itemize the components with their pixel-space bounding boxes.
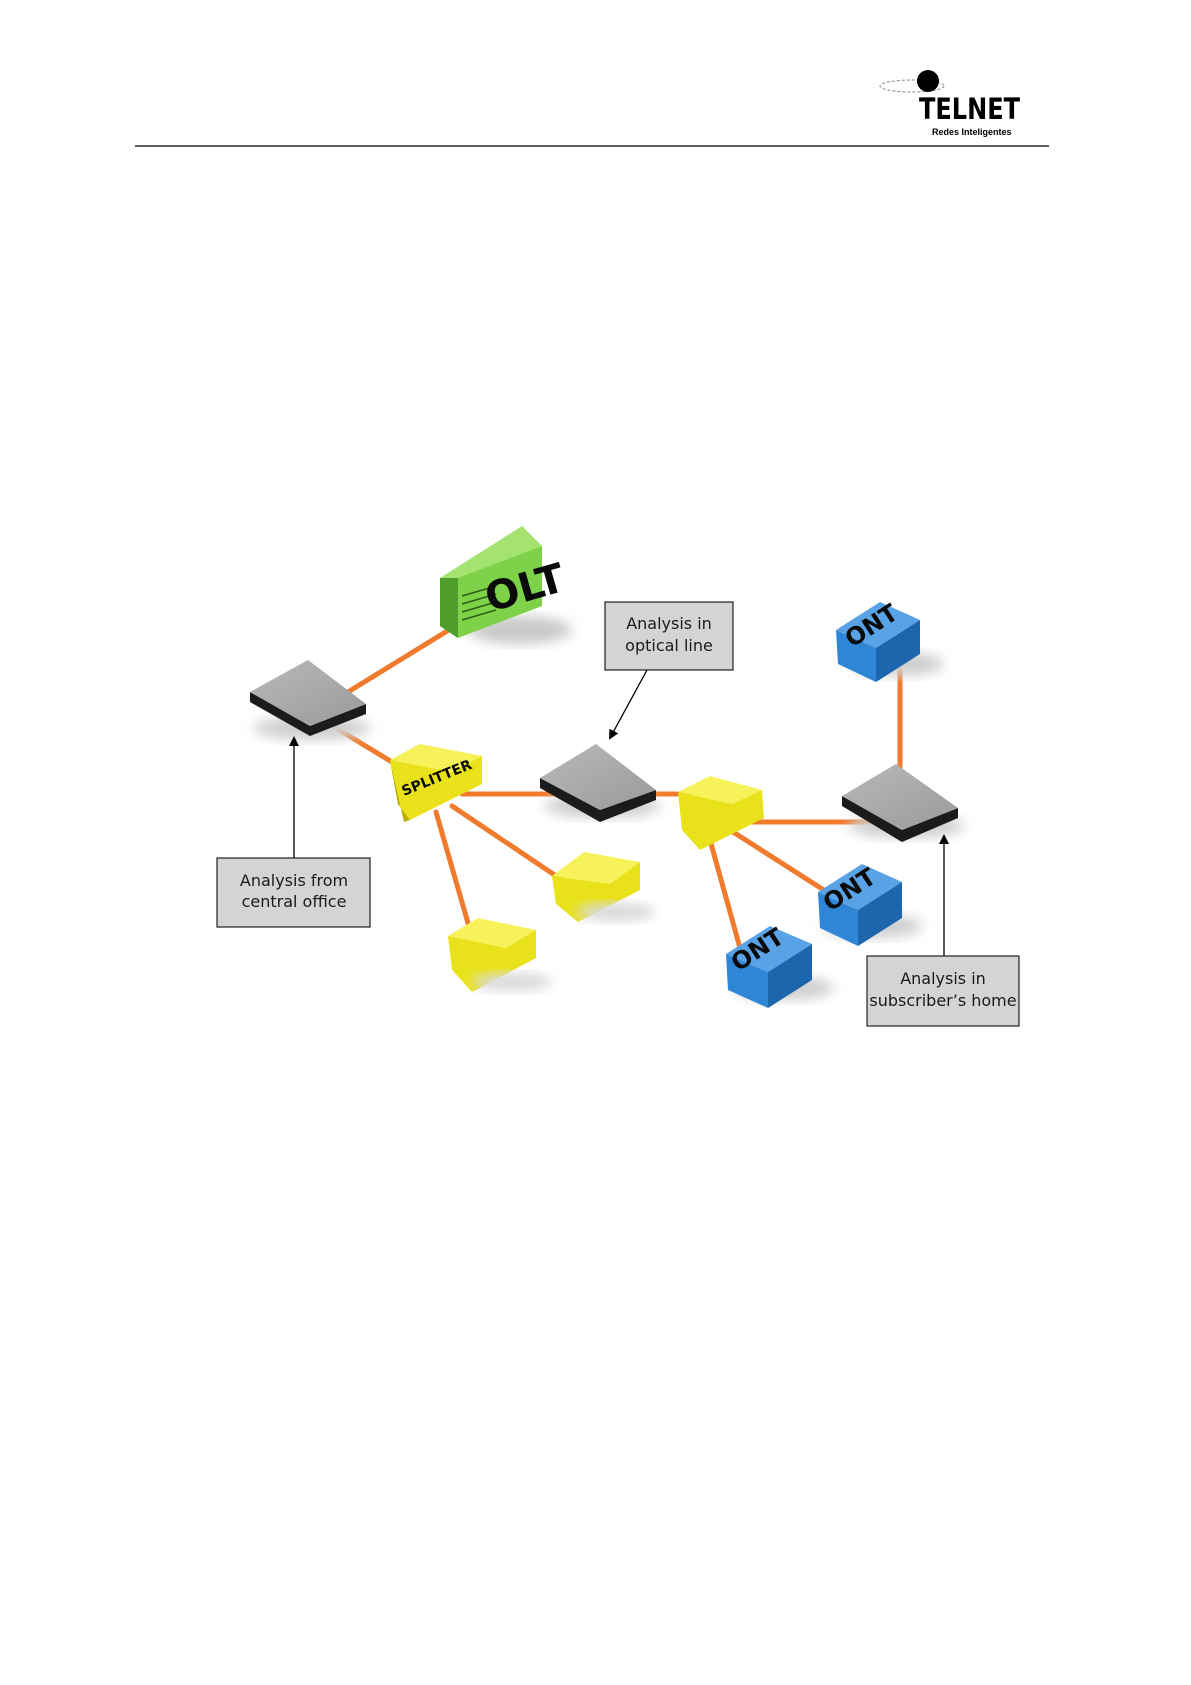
analyzer-subscriber-home [842,764,964,842]
splitter-branch-right-shadow [576,903,656,921]
splitter-branch-right [552,852,656,922]
analyzer-central-office [250,660,370,740]
olt-side [440,578,458,638]
fiber-splitter-to-ont-bottom [710,840,740,948]
logo-tagline: Redes Inteligentes [932,127,1012,137]
fiber-splitter-to-ont-mid [730,830,830,894]
callout-subscriber-home-line1: Analysis in [900,969,986,988]
callout-optical-line-arrow [610,670,647,738]
splitter-branch-down-shadow [472,973,552,991]
callout-central-office: Analysis from central office [217,738,370,927]
fiber-olt-to-analyzer [348,628,452,692]
callout-central-office-line2: central office [242,892,347,911]
olt-device: OLT [440,526,572,644]
fiber-splitter-branch-down [436,812,470,930]
splitter-secondary [678,776,764,850]
ont-mid: ONT [818,862,922,946]
ont-bottom: ONT [726,922,834,1008]
fiber-splitter-branch-right [452,806,562,880]
callout-subscriber-home-line2: subscriber’s home [869,991,1016,1010]
analyzer-optical-line [540,744,660,822]
logo-wordmark: TELNET [919,92,1020,126]
callout-central-office-line1: Analysis from [240,871,348,890]
callout-optical-line: Analysis in optical line [605,602,733,738]
callout-optical-line-line1: Analysis in [626,614,712,633]
callout-optical-line-line2: optical line [625,636,713,655]
ont-top: ONT [836,598,944,682]
telnet-logo: TELNET Redes Inteligentes [880,70,1020,137]
logo-dot-icon [917,70,939,92]
splitter-branch-down [448,918,552,992]
